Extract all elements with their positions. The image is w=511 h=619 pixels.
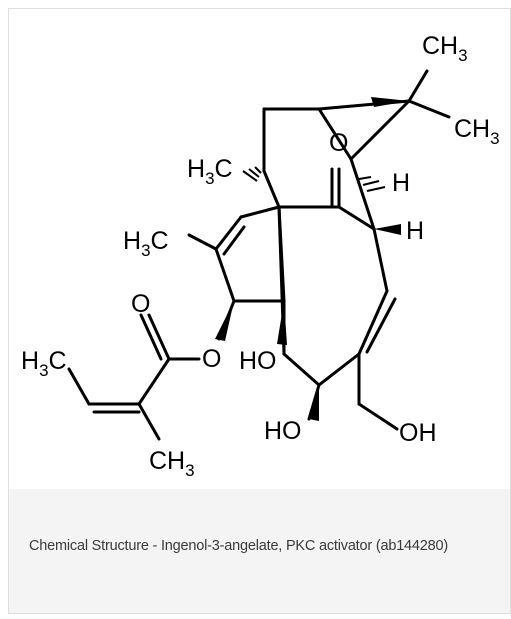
hash	[358, 176, 372, 180]
bond	[372, 227, 389, 293]
bond	[365, 297, 397, 354]
bond	[214, 215, 243, 251]
caption-text: Chemical Structure - Ingenol-3-angelate,…	[29, 538, 449, 554]
label-ch3-angelate: CH3	[149, 447, 195, 480]
label-ch3-right: CH3	[454, 115, 500, 148]
hashed-bonds	[242, 166, 386, 192]
wedge-bond	[277, 301, 287, 345]
hash	[362, 180, 380, 186]
bond	[139, 313, 163, 361]
bond	[137, 357, 171, 406]
label-ch3-top: CH3	[422, 32, 468, 65]
bond	[357, 289, 389, 356]
bond	[67, 367, 91, 406]
label-h-upper: H	[392, 169, 410, 197]
chemical-structure-diagram: CH3 CH3 H3C O H H H3C O O HO H3C HO OH C…	[9, 9, 510, 489]
bond	[407, 99, 451, 119]
bonds	[67, 69, 451, 441]
hash	[242, 170, 258, 182]
hash	[248, 168, 260, 178]
bond	[357, 402, 399, 431]
bond	[222, 225, 246, 256]
wedge-bond	[374, 224, 401, 235]
label-h3c-upper: H3C	[187, 155, 233, 188]
label-h3c-angelate: H3C	[21, 347, 67, 380]
figure-caption: Chemical Structure - Ingenol-3-angelate,…	[9, 489, 510, 613]
label-h3c-left: H3C	[123, 227, 169, 260]
label-ho-lower: HO	[264, 417, 302, 445]
bond	[187, 233, 218, 251]
label-ketone-o: O	[329, 129, 348, 157]
bond	[349, 99, 411, 161]
bond	[337, 205, 376, 231]
bond	[349, 157, 376, 231]
wedge-bond	[215, 301, 234, 341]
bond	[262, 169, 281, 209]
label-ester-link-o: O	[202, 345, 221, 373]
label-ester-o: O	[131, 290, 150, 318]
wedge-bond	[371, 97, 409, 107]
hash	[366, 186, 386, 192]
label-oh-right: OH	[399, 419, 437, 447]
label-h-lower: H	[406, 217, 424, 245]
wedge-bonds	[215, 97, 409, 421]
label-ho-upper: HO	[239, 347, 277, 375]
product-figure: CH3 CH3 H3C O H H H3C O O HO H3C HO OH C…	[8, 8, 511, 614]
bond	[137, 402, 161, 441]
bond	[147, 313, 171, 361]
structure-svg: CH3 CH3 H3C O H H H3C O O HO H3C HO OH C…	[21, 32, 500, 480]
bond	[282, 352, 321, 387]
bond	[277, 205, 286, 303]
bond	[239, 205, 281, 219]
atom-labels: CH3 CH3 H3C O H H H3C O O HO H3C HO OH C…	[21, 32, 500, 480]
bond	[407, 69, 429, 103]
bond	[317, 352, 361, 387]
hash	[254, 166, 262, 174]
wedge-bond	[309, 385, 319, 421]
bond	[317, 107, 353, 161]
bond	[214, 247, 236, 303]
